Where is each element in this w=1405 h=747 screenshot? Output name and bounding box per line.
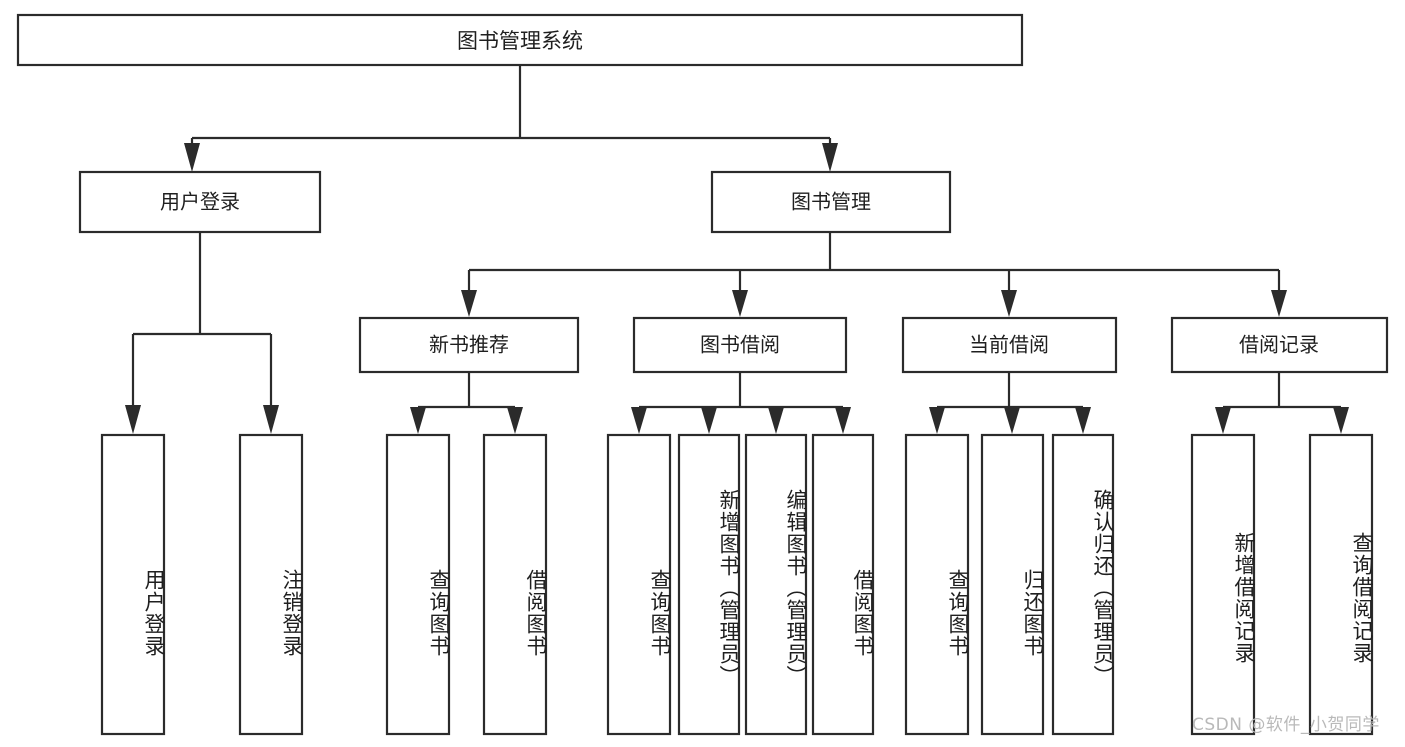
arrow-head-leaf-return-book [1004, 407, 1020, 434]
node-layer: 图书管理系统 用户登录 图书管理 新书推荐 图书借阅 当前借阅 借阅记录 [16, 13, 1389, 736]
arrow-head-leaf-logout [263, 405, 279, 434]
node-leaf-confirm-return-box[interactable] [1051, 433, 1115, 736]
node-leaf-return-book-box[interactable] [980, 433, 1045, 736]
node-leaf-add-record-box[interactable] [1190, 433, 1256, 736]
arrow-head-leaf-query-record [1333, 407, 1349, 434]
arrow-head-leaf-user-login [125, 405, 141, 434]
node-leaf-query-record-box[interactable] [1308, 433, 1374, 736]
node-new-book-recommend-box[interactable] [358, 316, 580, 374]
node-root-label: 图书管理系统 [457, 29, 583, 53]
node-leaf-edit-book-box[interactable] [744, 433, 808, 736]
node-book-manage-label: 图书管理 [791, 190, 871, 214]
arrow-head-leaf-edit-book [768, 407, 784, 434]
arrow-head-leaf-add-record [1215, 407, 1231, 434]
arrow-head-leaf-add-book [701, 407, 717, 434]
node-book-manage-box[interactable] [710, 170, 952, 234]
arrow-head-book-borrow [732, 290, 748, 317]
node-leaf-user-login-box[interactable] [100, 433, 166, 736]
arrow-head-book-manage [822, 143, 838, 172]
arrow-head-current-borrow [1001, 290, 1017, 317]
node-borrow-record-label: 借阅记录 [1239, 333, 1319, 357]
node-leaf-logout-box[interactable] [238, 433, 304, 736]
node-book-borrow-box[interactable] [632, 316, 848, 374]
arrow-head-leaf-borrow-book-1 [507, 407, 523, 434]
node-borrow-record-box[interactable] [1170, 316, 1389, 374]
node-user-login-label: 用户登录 [160, 190, 240, 214]
node-current-borrow-label: 当前借阅 [969, 333, 1049, 357]
node-leaf-query-book-2-box[interactable] [606, 433, 672, 736]
arrow-head-leaf-query-book-1 [410, 407, 426, 434]
arrow-head-new-book-recommend [461, 290, 477, 317]
arrow-head-leaf-query-book-3 [929, 407, 945, 434]
node-leaf-query-book-3-box[interactable] [904, 433, 970, 736]
node-leaf-borrow-book-1-box[interactable] [482, 433, 548, 736]
arrow-head-leaf-borrow-book-2 [835, 407, 851, 434]
node-leaf-borrow-book-2-box[interactable] [811, 433, 875, 736]
arrow-head-leaf-confirm-return [1075, 407, 1091, 434]
csdn-watermark: CSDN @软件_小贺同学 [1192, 715, 1380, 735]
node-user-login-box[interactable] [78, 170, 322, 234]
connector-layer [125, 65, 1349, 434]
arrow-head-leaf-query-book-2 [631, 407, 647, 434]
arrow-head-borrow-record [1271, 290, 1287, 317]
node-new-book-recommend-label: 新书推荐 [429, 333, 509, 357]
node-leaf-add-book-box[interactable] [677, 433, 741, 736]
node-root-box[interactable] [16, 13, 1024, 67]
arrow-head-user-login [184, 143, 200, 172]
node-book-borrow-label: 图书借阅 [700, 333, 780, 357]
node-current-borrow-box[interactable] [901, 316, 1118, 374]
node-leaf-query-book-1-box[interactable] [385, 433, 451, 736]
